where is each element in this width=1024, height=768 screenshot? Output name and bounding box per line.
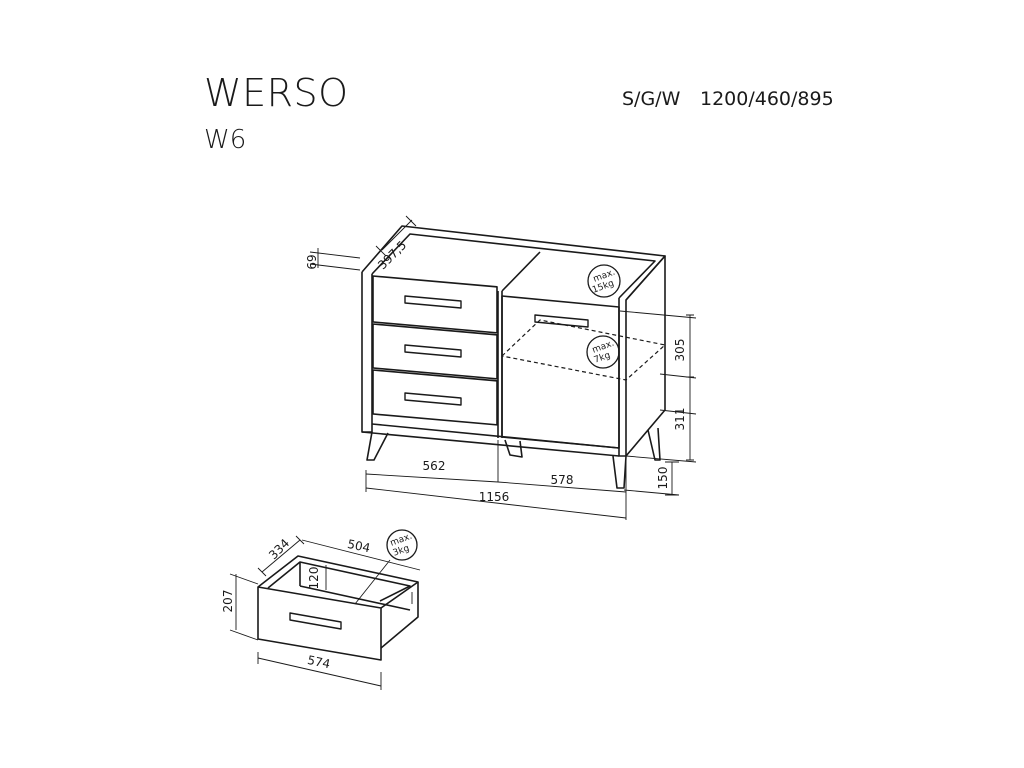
door-handle bbox=[534, 314, 589, 328]
leg-front-right bbox=[612, 455, 627, 489]
drawer-front-2[interactable] bbox=[372, 323, 498, 380]
inner-shelf bbox=[501, 319, 666, 381]
drawer-front-3[interactable] bbox=[372, 369, 498, 426]
dim-drawer-inner-width: 504 bbox=[346, 537, 371, 555]
dim-left-section-width: 562 bbox=[423, 459, 446, 473]
drawer-side-right bbox=[380, 582, 419, 649]
overall-dimensions: 1200/460/895 bbox=[700, 88, 834, 110]
drawer-box-inner bbox=[267, 561, 411, 602]
drawer-handle-3 bbox=[404, 392, 462, 406]
dresser-dimension-labels: 69 397,5 562 578 1156 305 311 150 max. 1… bbox=[305, 238, 687, 504]
load-circle-shelf bbox=[586, 335, 620, 369]
drawer-dimension-lines bbox=[229, 535, 421, 690]
dim-top-thickness: 69 bbox=[305, 254, 319, 269]
dresser-back-divider bbox=[501, 251, 541, 292]
drawer-front-1[interactable] bbox=[372, 275, 498, 334]
dim-body-width: 1156 bbox=[479, 490, 510, 504]
dim-leg-height: 150 bbox=[656, 467, 670, 490]
drawer-box bbox=[257, 555, 419, 609]
drawer-inner-bottom bbox=[299, 562, 411, 611]
drawer-drawing bbox=[257, 529, 419, 661]
dresser-dimension-lines bbox=[309, 215, 697, 520]
dim-drawer-front-height: 207 bbox=[221, 590, 235, 613]
leg-back-right bbox=[647, 427, 661, 461]
drawer-front-panel[interactable] bbox=[257, 586, 382, 661]
dresser-right-side bbox=[618, 255, 666, 457]
dim-drawer-side-depth: 334 bbox=[266, 536, 292, 562]
dresser-bottom bbox=[361, 431, 620, 457]
dim-door-lower-height: 311 bbox=[673, 408, 687, 431]
dim-door-upper-height: 305 bbox=[673, 339, 687, 362]
cabinet-door[interactable] bbox=[501, 295, 620, 449]
model-code: W6 bbox=[204, 125, 247, 155]
dim-drawer-inner-height: 120 bbox=[307, 567, 321, 590]
drawer-handle-2 bbox=[404, 344, 462, 358]
dim-depth: 397,5 bbox=[375, 238, 409, 272]
dresser-left-side bbox=[361, 272, 373, 433]
dresser-drawing bbox=[361, 225, 666, 489]
drawer-dimension-labels: 334 504 120 207 574 max. 3kg bbox=[221, 532, 414, 672]
drawer-handle-1 bbox=[404, 295, 462, 309]
drawer-handles bbox=[404, 295, 462, 406]
leg-front-left bbox=[366, 431, 389, 461]
dim-right-section-width: 578 bbox=[551, 473, 574, 487]
leg-back-left bbox=[504, 439, 523, 458]
load-circle-top bbox=[587, 264, 621, 298]
dresser-top-inner bbox=[371, 233, 656, 299]
series-title: WERSO bbox=[204, 71, 349, 115]
variant-code: S/G/W bbox=[622, 88, 681, 110]
drawer-handle bbox=[289, 612, 342, 630]
load-circle-drawer bbox=[386, 529, 418, 561]
dim-drawer-front-width: 574 bbox=[306, 653, 331, 671]
